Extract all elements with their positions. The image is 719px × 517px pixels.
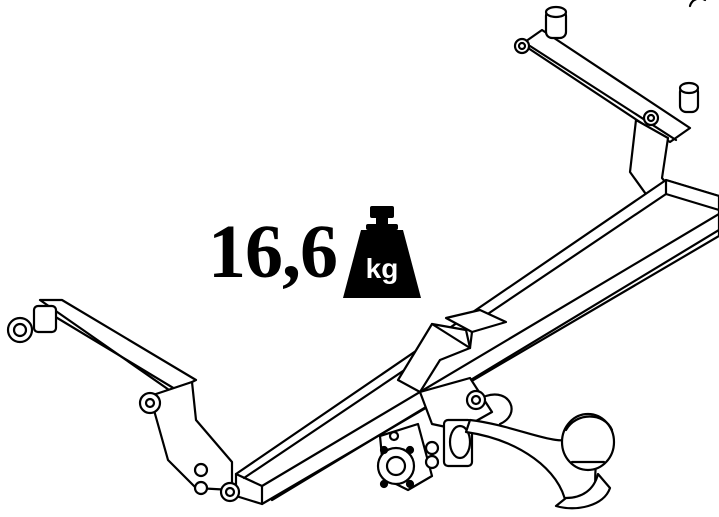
center-bracket	[396, 308, 508, 394]
weight-icon: kg	[343, 206, 421, 298]
weight-value: 16,6	[208, 210, 338, 294]
tow-hook-assembly	[376, 376, 616, 510]
left-mounting-arm	[6, 298, 241, 503]
weight-unit: kg	[366, 253, 399, 284]
weight-badge: 16,6 kg	[208, 206, 421, 298]
